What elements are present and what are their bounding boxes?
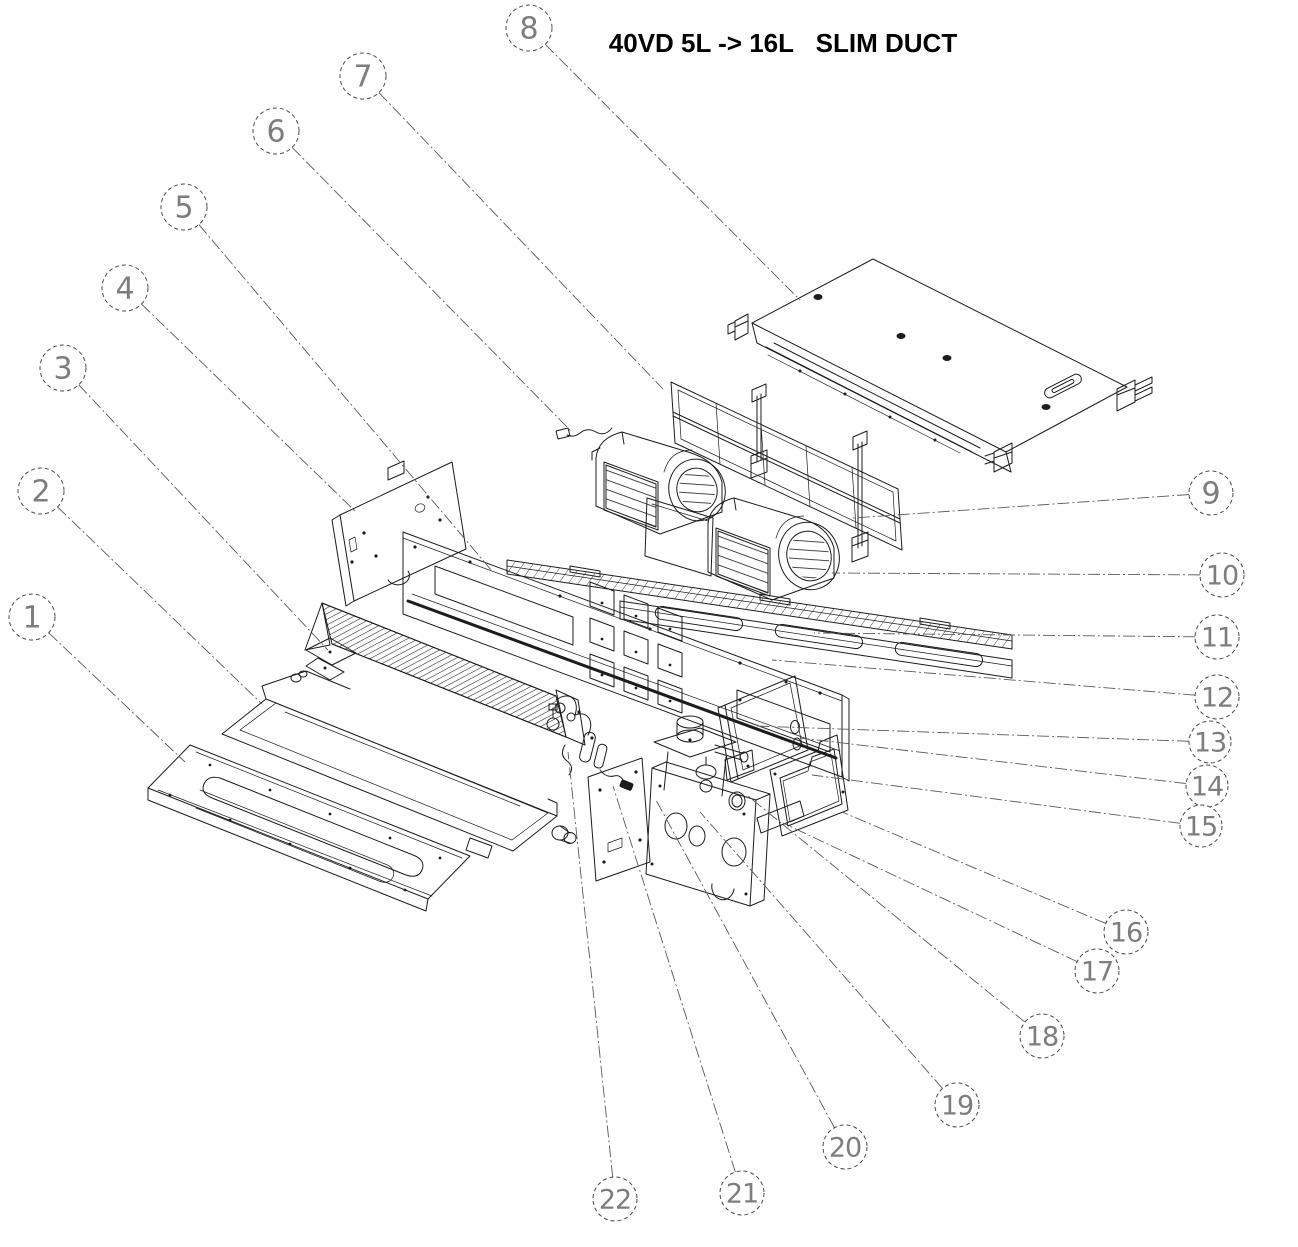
leader-line-19 <box>699 811 943 1089</box>
callout-number-1: 1 <box>22 601 41 636</box>
callout-number-20: 20 <box>829 1133 861 1164</box>
leader-line-22 <box>567 751 614 1178</box>
electrical-box <box>587 757 771 907</box>
leader-line-17 <box>782 822 1078 963</box>
callout-circle-17 <box>1074 948 1120 994</box>
callout-number-7: 7 <box>353 60 372 95</box>
callout-number-12: 12 <box>1201 683 1233 714</box>
slotted-rail-upper <box>506 559 1013 650</box>
callout-number-8: 8 <box>519 12 538 47</box>
callout-number-9: 9 <box>1201 477 1220 512</box>
callout-number-13: 13 <box>1194 728 1226 759</box>
leader-line-14 <box>799 737 1187 784</box>
callout-number-6: 6 <box>266 115 285 150</box>
callout-number-14: 14 <box>1191 772 1223 803</box>
callout-circle-15 <box>1179 804 1223 848</box>
callout-number-18: 18 <box>1026 1022 1058 1053</box>
leader-line-20 <box>655 799 835 1128</box>
leader-line-16 <box>841 811 1106 924</box>
callout-circle-21 <box>719 1170 765 1216</box>
callout-circle-13 <box>1188 720 1232 764</box>
leader-line-2 <box>57 506 263 705</box>
callout-number-3: 3 <box>53 352 72 387</box>
leader-line-18 <box>747 795 1026 1023</box>
callout-number-4: 4 <box>115 272 134 307</box>
bottom-panel <box>147 744 471 912</box>
blower-assembly-right <box>707 497 840 601</box>
leader-line-12 <box>771 659 1196 696</box>
callout-number-17: 17 <box>1081 957 1113 988</box>
leader-line-6 <box>291 147 573 433</box>
blower-partition <box>644 497 714 577</box>
callout-number-16: 16 <box>1110 918 1142 949</box>
callout-circle-8 <box>505 4 553 52</box>
callout-number-19: 19 <box>941 1091 973 1122</box>
callout-number-15: 15 <box>1185 812 1217 843</box>
callout-circle-2 <box>17 467 65 515</box>
callout-circle-16 <box>1103 909 1149 955</box>
leader-line-15 <box>811 774 1181 824</box>
callout-number-2: 2 <box>31 475 50 510</box>
blower-assembly-left <box>591 431 726 535</box>
callout-number-22: 22 <box>599 1185 631 1216</box>
callout-circle-6 <box>252 107 300 155</box>
callout-circle-10 <box>1199 552 1245 598</box>
callout-number-11: 11 <box>1201 623 1233 654</box>
middle-panel <box>402 531 850 782</box>
callout-circle-3 <box>39 344 87 392</box>
callout-circle-12 <box>1194 674 1240 720</box>
callout-circle-18 <box>1019 1013 1065 1059</box>
side-panel-a <box>717 675 809 783</box>
callout-number-5: 5 <box>174 191 193 226</box>
diagram-title: 40VD 5L -> 16L SLIM DUCT <box>609 28 958 58</box>
air-filter <box>670 381 903 563</box>
leader-line-21 <box>612 785 736 1173</box>
callout-circle-4 <box>101 264 149 312</box>
leader-line-4 <box>141 303 357 513</box>
callout-circle-11 <box>1194 614 1240 660</box>
callout-circle-9 <box>1188 470 1234 516</box>
leader-line-11 <box>813 632 1196 638</box>
knockout-grid <box>589 581 683 714</box>
callout-number-10: 10 <box>1206 561 1238 592</box>
callout-circle-20 <box>822 1124 868 1170</box>
coil-piping <box>546 695 634 791</box>
callout-circle-14 <box>1185 764 1229 808</box>
leader-line-3 <box>78 384 329 651</box>
left-mounting-plate <box>331 460 467 607</box>
leader-line-1 <box>48 632 186 763</box>
side-panel-b <box>756 734 849 837</box>
leader-line-10 <box>831 572 1201 576</box>
sensor-wire <box>555 427 613 440</box>
drain-pan <box>221 670 577 859</box>
leader-line-13 <box>754 725 1190 742</box>
slotted-rail-lower <box>619 600 1013 679</box>
leader-line-9 <box>852 494 1190 519</box>
leader-line-8 <box>544 43 801 301</box>
callout-circle-5 <box>160 183 208 231</box>
leader-line-5 <box>198 224 493 572</box>
callout-circle-19 <box>934 1082 980 1128</box>
callout-number-21: 21 <box>726 1179 758 1210</box>
callout-circle-22 <box>592 1176 638 1222</box>
top-cover-panel <box>727 258 1153 473</box>
callout-circle-7 <box>339 52 387 100</box>
heat-exchanger-coil <box>304 602 634 791</box>
callout-circle-1 <box>8 593 56 641</box>
leader-line-7 <box>378 92 664 390</box>
